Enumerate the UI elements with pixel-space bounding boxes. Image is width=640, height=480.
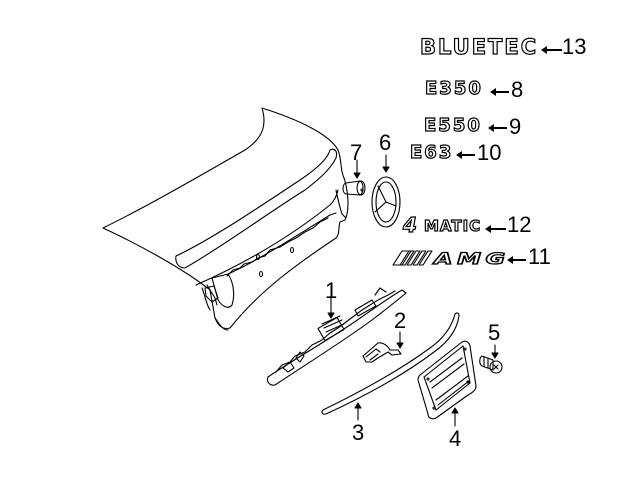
emblem-e63: E63 (409, 142, 454, 163)
arrow-13 (541, 46, 562, 53)
callout-10: 10 (477, 140, 502, 165)
trunk-lid (102, 107, 349, 331)
callout-9: 9 (509, 114, 522, 139)
amg-stripes (392, 250, 433, 266)
arrow-12 (485, 225, 506, 232)
callout-13: 13 (562, 34, 587, 59)
callout-8: 8 (511, 77, 524, 102)
emblem-amg: AMG (433, 249, 510, 268)
part-6-star-emblem (371, 154, 401, 228)
callout-1: 1 (325, 278, 338, 303)
emblem-e550: E550 (423, 115, 482, 136)
callout-2: 2 (394, 308, 407, 333)
callout-7: 7 (350, 140, 363, 165)
emblem-4matic: MATIC (423, 217, 482, 235)
emblem-bluetec: BLUETEC (419, 35, 539, 59)
part-2-bracket (362, 331, 404, 363)
part-4-license-plate-bracket (417, 340, 477, 427)
emblem-4matic-number: 4 (402, 213, 418, 237)
callout-4: 4 (449, 426, 462, 451)
arrow-9 (488, 124, 507, 131)
callout-5: 5 (488, 320, 501, 345)
callout-12: 12 (507, 212, 532, 237)
part-1-handle-assembly (266, 287, 407, 386)
arrow-11 (507, 256, 526, 263)
callout-3: 3 (352, 420, 365, 445)
arrow-10 (456, 151, 475, 158)
part-7-grommet (342, 159, 366, 196)
part-5-screw (479, 344, 503, 374)
arrow-8 (490, 88, 509, 95)
callout-6: 6 (379, 130, 392, 155)
emblem-e350: E350 (424, 78, 483, 99)
part-3-trim-molding (321, 312, 460, 421)
callout-11: 11 (528, 244, 551, 269)
